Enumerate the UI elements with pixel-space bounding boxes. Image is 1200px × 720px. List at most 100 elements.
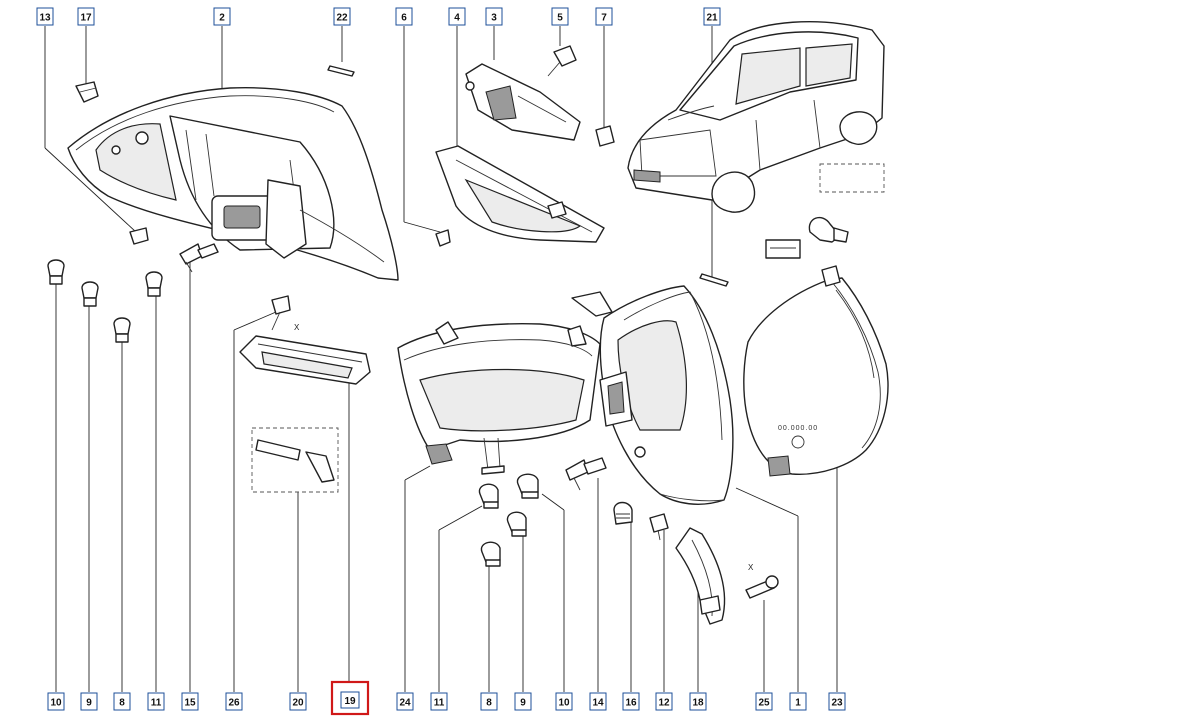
callout-10-left[interactable]: 10 — [47, 692, 65, 711]
svg-text:22: 22 — [336, 13, 348, 24]
callout-9-center[interactable]: 9 — [514, 692, 532, 711]
svg-text:4: 4 — [454, 13, 460, 24]
leader-11b2 — [438, 505, 483, 531]
leader-26b — [233, 311, 277, 331]
svg-text:7: 7 — [601, 13, 607, 24]
bulbs-left — [47, 259, 163, 343]
reflector-19 — [239, 335, 371, 385]
callout-14[interactable]: 14 — [589, 692, 607, 711]
screw-26: X — [271, 295, 300, 332]
svg-text:10: 10 — [558, 698, 570, 709]
callout-18[interactable]: 18 — [689, 692, 707, 711]
callout-6[interactable]: 6 — [395, 7, 413, 26]
svg-text:25: 25 — [758, 698, 770, 709]
bulb-11a-icon — [145, 271, 163, 297]
headlamp-23: 00.000.00 — [743, 265, 889, 477]
svg-text:17: 17 — [80, 13, 92, 24]
svg-text:14: 14 — [592, 698, 604, 709]
callout-7[interactable]: 7 — [595, 7, 613, 26]
svg-text:1: 1 — [795, 698, 801, 709]
callout-22[interactable]: 22 — [333, 7, 351, 26]
bulb-9a-icon — [81, 281, 99, 307]
callout-25[interactable]: 25 — [755, 692, 773, 711]
svg-text:15: 15 — [184, 698, 196, 709]
svg-text:9: 9 — [86, 698, 92, 709]
pin-22 — [327, 65, 355, 77]
screw-25: X — [745, 563, 779, 599]
svg-text:8: 8 — [119, 698, 125, 709]
headlamp-1 — [571, 285, 734, 505]
leader-6b — [403, 221, 441, 233]
callout-10-center[interactable]: 10 — [555, 692, 573, 711]
leader-13b — [44, 147, 137, 233]
callout-20[interactable]: 20 — [289, 692, 307, 711]
svg-text:21: 21 — [706, 13, 718, 24]
callout-12[interactable]: 12 — [655, 692, 673, 711]
dashed-box-20 — [251, 427, 339, 493]
lens-marking: 00.000.00 — [778, 425, 818, 432]
screw-14 — [565, 457, 607, 491]
plate-lamp-detail-20 — [251, 427, 339, 493]
callout-5[interactable]: 5 — [551, 7, 569, 26]
callout-16[interactable]: 16 — [622, 692, 640, 711]
bulb-9b-icon — [506, 511, 527, 537]
callout-15[interactable]: 15 — [181, 692, 199, 711]
bulb-8b-icon — [480, 541, 501, 567]
bracket-18 — [675, 527, 726, 625]
clip-12 — [649, 513, 669, 541]
callout-boxes: 13 17 2 22 6 4 3 5 7 21 10 — [36, 7, 846, 716]
svg-text:10: 10 — [50, 698, 62, 709]
plate-lamp-assembly — [435, 45, 615, 247]
svg-text:2: 2 — [219, 13, 225, 24]
callout-3[interactable]: 3 — [485, 7, 503, 26]
svg-text:6: 6 — [401, 13, 407, 24]
svg-text:16: 16 — [625, 698, 637, 709]
svg-text:20: 20 — [292, 698, 304, 709]
callout-8-center[interactable]: 8 — [480, 692, 498, 711]
svg-text:12: 12 — [658, 698, 670, 709]
svg-text:13: 13 — [39, 13, 51, 24]
callout-17[interactable]: 17 — [77, 7, 95, 26]
svg-text:5: 5 — [557, 13, 563, 24]
callout-11-center[interactable]: 11 — [430, 692, 448, 711]
bulbs-center — [478, 473, 539, 567]
callout-2[interactable]: 2 — [213, 7, 231, 26]
callout-24[interactable]: 24 — [396, 692, 414, 711]
headlamp-24 — [397, 321, 601, 475]
x-mark-2: X — [748, 563, 754, 572]
svg-text:3: 3 — [491, 13, 497, 24]
cap-16 — [613, 501, 633, 525]
callout-8-left[interactable]: 8 — [113, 692, 131, 711]
svg-text:8: 8 — [486, 698, 492, 709]
leader-1b — [735, 487, 799, 517]
callout-11-left[interactable]: 11 — [147, 692, 165, 711]
dashed-detail-box — [819, 163, 885, 193]
callout-1[interactable]: 1 — [789, 692, 807, 711]
svg-text:11: 11 — [151, 698, 162, 709]
bulb-11b-icon — [478, 483, 499, 509]
leader-24b — [404, 465, 431, 481]
callout-19-highlighted[interactable]: 19 — [330, 680, 370, 716]
rear-lamp-assembly — [67, 81, 399, 281]
car-illustration — [627, 21, 885, 287]
svg-text:26: 26 — [228, 698, 240, 709]
x-mark-1: X — [294, 323, 300, 332]
bulb-8a-icon — [113, 317, 131, 343]
bulb-10a-icon — [47, 259, 65, 285]
callout-9-left[interactable]: 9 — [80, 692, 98, 711]
svg-text:11: 11 — [434, 698, 445, 709]
callout-4[interactable]: 4 — [448, 7, 466, 26]
callout-13[interactable]: 13 — [36, 7, 54, 26]
svg-text:18: 18 — [692, 698, 704, 709]
leader-10b2 — [541, 493, 565, 511]
svg-text:9: 9 — [520, 698, 526, 709]
callout-23[interactable]: 23 — [828, 692, 846, 711]
screw-15 — [179, 243, 219, 273]
callout-21[interactable]: 21 — [703, 7, 721, 26]
svg-text:23: 23 — [831, 698, 843, 709]
callout-26[interactable]: 26 — [225, 692, 243, 711]
svg-text:24: 24 — [399, 698, 411, 709]
bulb-10b-icon — [516, 473, 539, 499]
